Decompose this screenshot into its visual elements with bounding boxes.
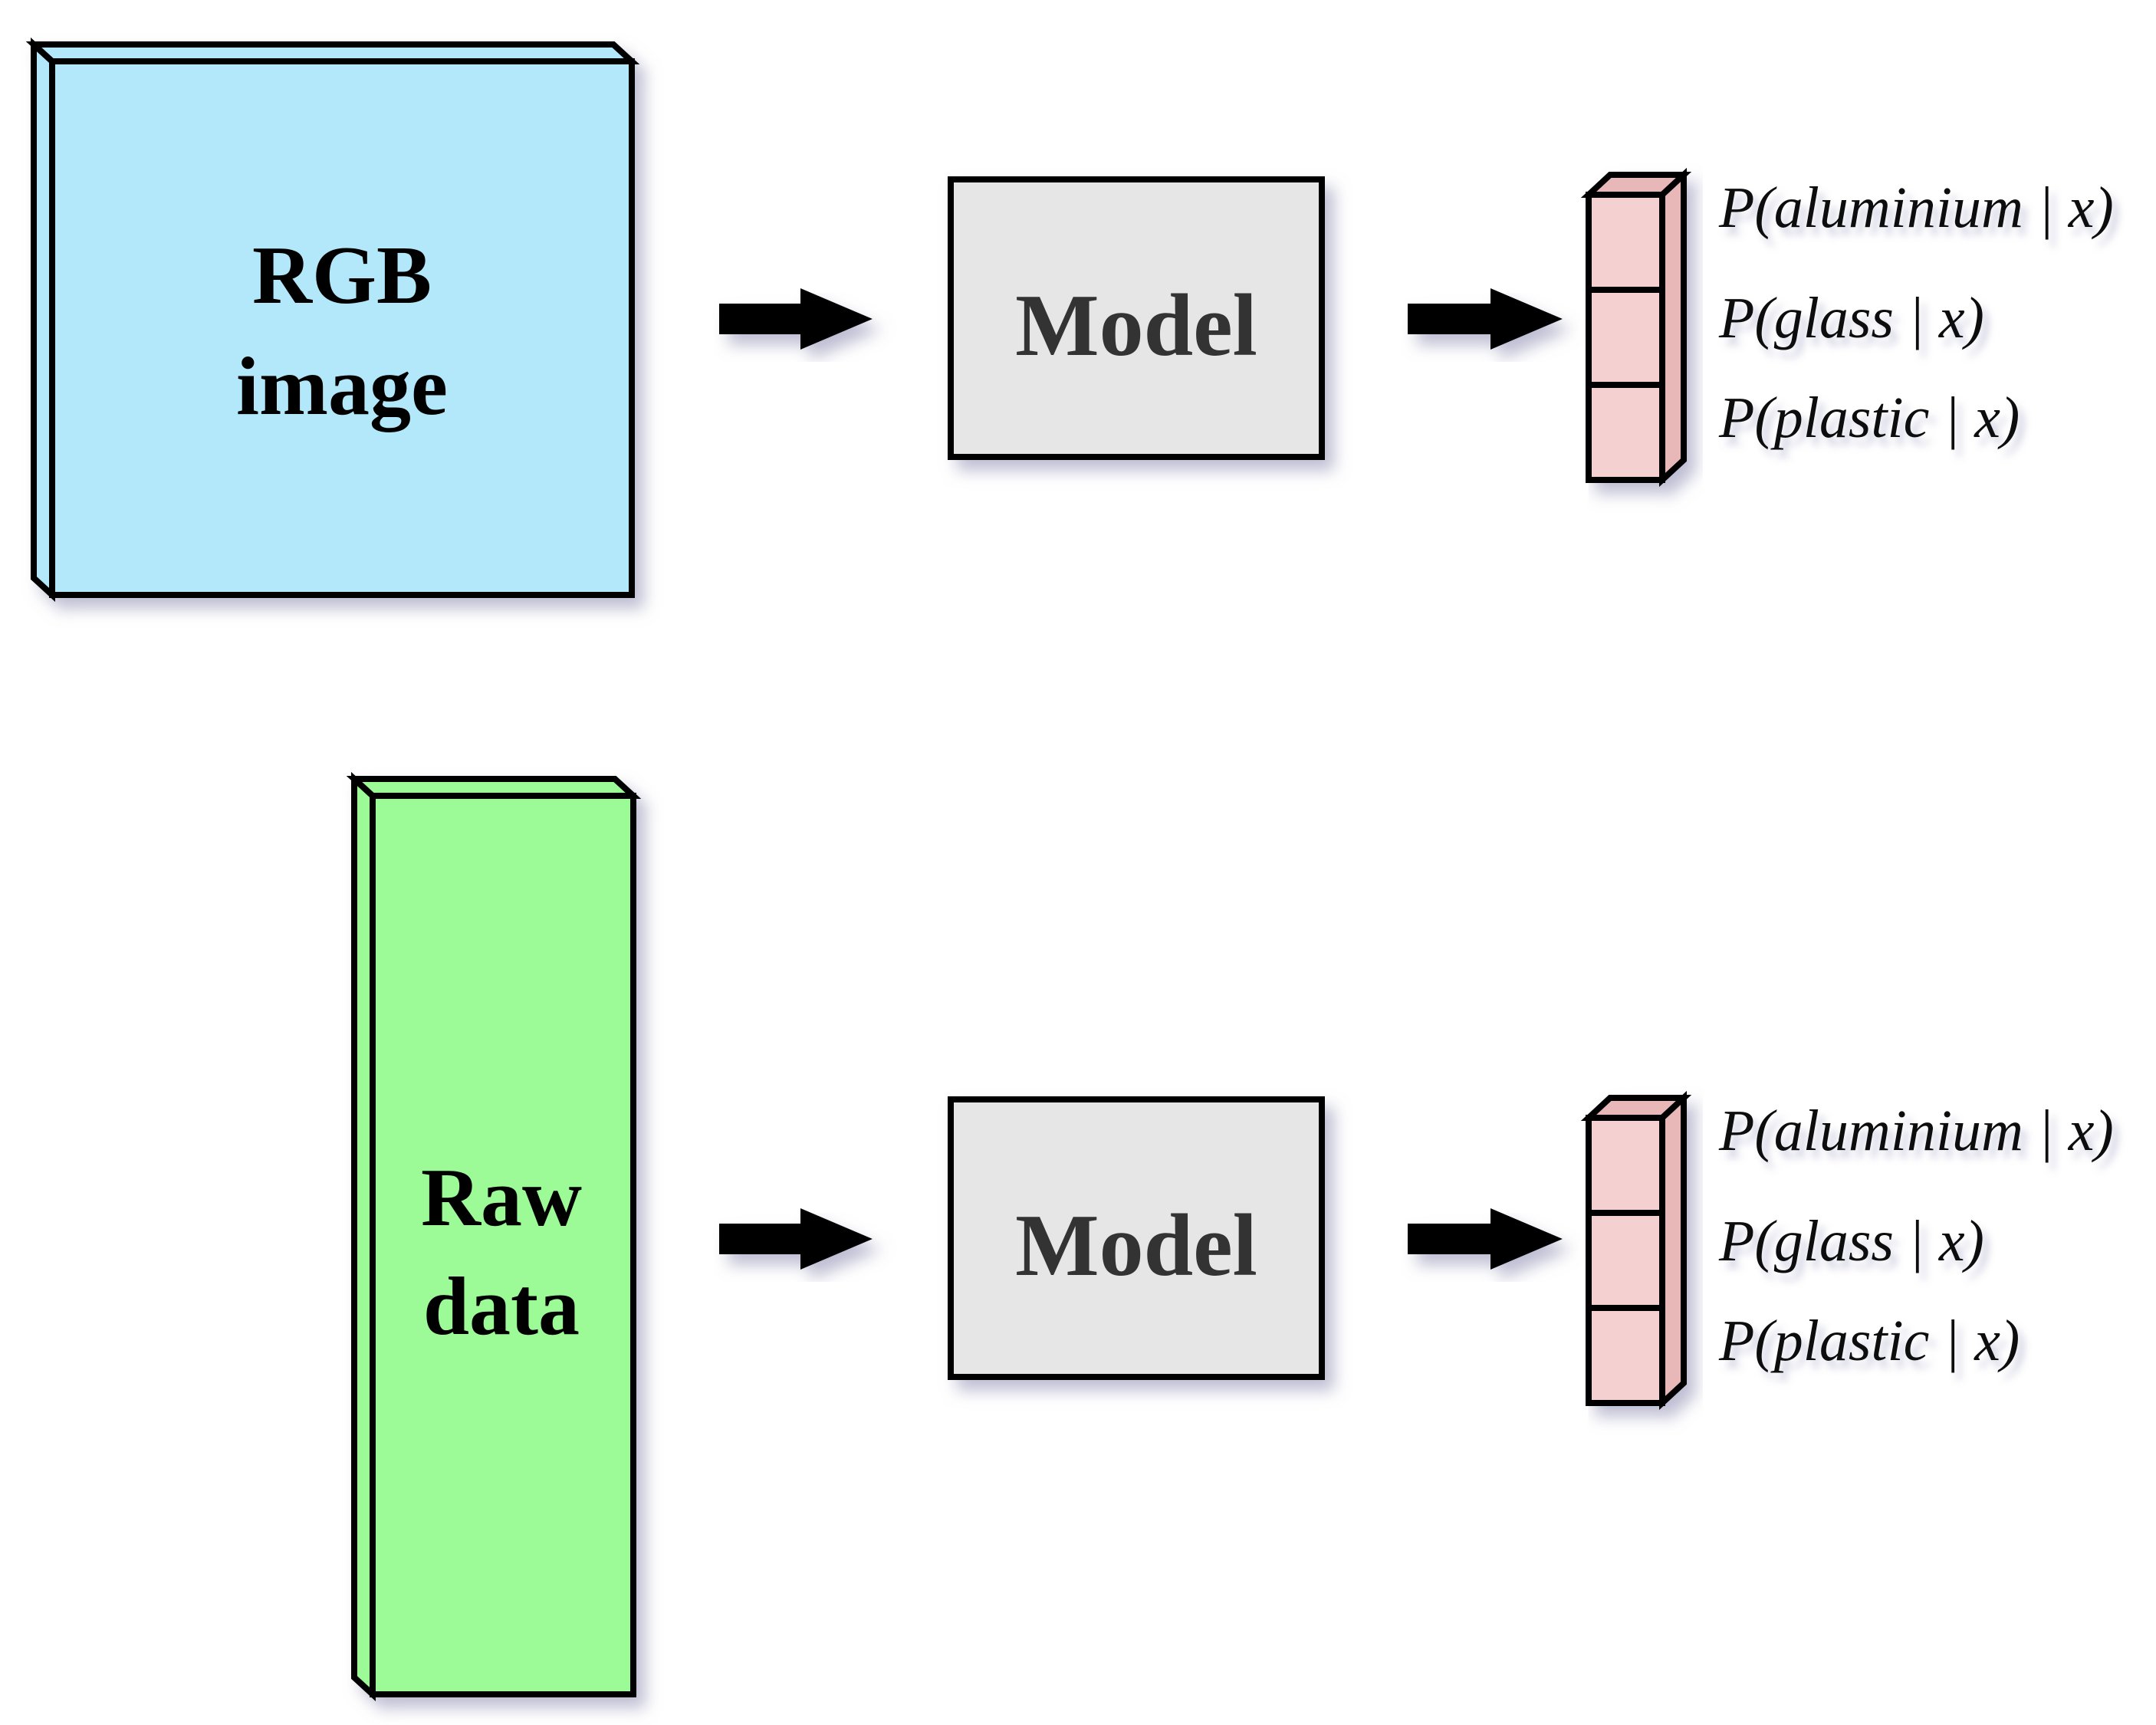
model-box: [948, 176, 1325, 460]
rgb-image-label-line2: image: [236, 341, 448, 432]
rgb-image-front: [49, 58, 635, 598]
output-cell: [1586, 382, 1665, 483]
row-raw: Raw data Model P(aluminium | x) P(glass …: [346, 771, 2114, 1702]
prob-label-aluminium: P(aluminium | x): [1718, 1099, 2114, 1163]
model-label: Model: [1015, 1197, 1257, 1295]
raw-data-label-line2: data: [423, 1261, 580, 1352]
rgb-image-label-line1: RGB: [252, 230, 432, 321]
arrow-right-icon: [1408, 1208, 1563, 1270]
output-cell: [1586, 1115, 1665, 1216]
output-cell: [1586, 1305, 1665, 1406]
prob-label-glass: P(glass | x): [1718, 286, 1984, 350]
model-box: [948, 1096, 1325, 1380]
output-probability-vector: [1580, 1090, 1692, 1411]
prob-label-plastic: P(plastic | x): [1718, 386, 2020, 450]
prob-label-aluminium: P(aluminium | x): [1718, 176, 2114, 240]
output-cell: [1586, 287, 1665, 388]
arrow-right-icon: [719, 288, 873, 350]
prob-label-plastic: P(plastic | x): [1718, 1309, 2020, 1373]
model-label: Model: [1015, 277, 1257, 375]
raw-data-block: [346, 771, 642, 1702]
row-rgb: RGB image Model P(aluminium | x) P(glass…: [25, 37, 2114, 603]
prob-label-glass: P(glass | x): [1718, 1209, 1984, 1273]
rgb-image-block: [25, 37, 640, 603]
output-probability-vector: [1580, 167, 1692, 488]
arrow-right-icon: [1408, 288, 1563, 350]
raw-data-label-line1: Raw: [421, 1152, 582, 1244]
output-cell: [1586, 192, 1665, 293]
output-cell: [1586, 1210, 1665, 1311]
arrow-right-icon: [719, 1208, 873, 1270]
